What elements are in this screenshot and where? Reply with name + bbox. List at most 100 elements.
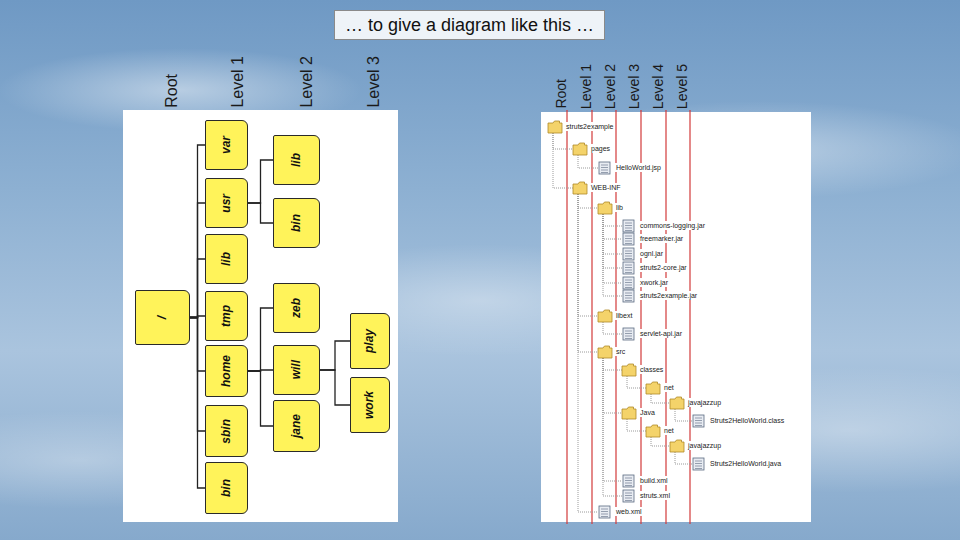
file-icon-line xyxy=(625,336,632,337)
file-icon-line xyxy=(625,228,632,229)
tree-connector xyxy=(320,370,350,405)
tree-entry-name: Java xyxy=(639,408,656,417)
tree-dotted-line xyxy=(603,358,622,370)
folder-label: lib xyxy=(220,252,233,266)
tree-dotted-line xyxy=(627,376,646,388)
tree-entry-name: libext xyxy=(615,311,633,320)
file-icon-line xyxy=(625,338,632,339)
folder-node: sbin xyxy=(205,405,248,457)
file-icon-line xyxy=(625,253,632,254)
folder-node: bin xyxy=(273,198,320,248)
file-icon-line xyxy=(695,420,702,421)
tree-dotted-line xyxy=(578,194,598,352)
tree-entry-name: Struts2HelloWorld.class xyxy=(709,416,785,425)
file-icon-line xyxy=(625,256,632,257)
file-icon-line xyxy=(625,478,632,479)
file-icon-line xyxy=(625,480,632,481)
tree-dotted-line xyxy=(603,358,622,413)
file-icon-line xyxy=(625,238,632,239)
level-guide-line xyxy=(566,110,567,524)
folder-icon xyxy=(598,310,612,322)
folder-node: lib xyxy=(205,234,248,284)
file-icon-line xyxy=(695,423,702,424)
file-icon-line xyxy=(625,498,632,499)
tree-connector xyxy=(320,341,350,370)
tree-dotted-line xyxy=(675,452,692,464)
level-guide-line xyxy=(665,110,666,524)
tree-connector xyxy=(190,145,205,318)
file-icon-line xyxy=(625,223,632,224)
file-icon-line xyxy=(695,466,702,467)
file-icon-line xyxy=(625,236,632,237)
tree-dotted-line xyxy=(603,322,622,334)
level-heading: Level 1 xyxy=(579,64,594,109)
level-heading: Level 2 xyxy=(603,64,618,109)
title-text: … to give a diagram like this … xyxy=(345,15,594,36)
file-icon-line xyxy=(625,293,632,294)
file-icon-line xyxy=(625,265,632,266)
tree-entry-name: struts2example.jar xyxy=(639,291,698,300)
folder-label: sbin xyxy=(220,419,233,444)
folder-node: play xyxy=(350,313,390,369)
file-icon-line xyxy=(695,461,702,462)
tree-dotted-line xyxy=(651,437,670,446)
tree-dotted-line xyxy=(603,214,622,268)
tree-connector xyxy=(190,318,205,432)
folder-icon xyxy=(670,397,684,409)
folder-label: tmp xyxy=(220,305,233,327)
file-icon-line xyxy=(625,225,632,226)
tree-entry-name: lib xyxy=(615,203,624,212)
file-icon-line xyxy=(625,241,632,242)
tree-entry-name: javajazzup xyxy=(687,398,722,407)
folder-icon xyxy=(646,425,660,437)
file-icon-line xyxy=(625,493,632,494)
file-icon-line xyxy=(695,425,702,426)
folder-icon xyxy=(622,364,636,376)
tree-dotted-line xyxy=(603,214,622,239)
level-heading: Level 3 xyxy=(365,56,383,108)
tree-entry-name: web.xml xyxy=(615,507,643,516)
file-icon xyxy=(693,415,704,427)
tree-dotted-line xyxy=(627,419,646,431)
file-icon-line xyxy=(601,167,608,168)
folder-label: / xyxy=(156,316,169,319)
tree-dotted-line xyxy=(603,214,622,254)
file-icon xyxy=(623,277,634,289)
file-icon-line xyxy=(601,516,608,517)
file-icon-line xyxy=(601,170,608,171)
file-icon-line xyxy=(601,165,608,166)
folder-icon xyxy=(573,182,587,194)
file-icon-line xyxy=(601,172,608,173)
tree-dotted-line xyxy=(603,358,622,496)
file-icon xyxy=(623,490,634,502)
folder-node: jane xyxy=(273,400,320,452)
tree-entry-name: net xyxy=(663,426,675,435)
file-icon-line xyxy=(625,280,632,281)
file-icon-line xyxy=(695,468,702,469)
file-icon-line xyxy=(625,298,632,299)
tree-dotted-line xyxy=(675,409,692,421)
level-heading: Root xyxy=(554,79,569,109)
folder-node: usr xyxy=(205,178,248,228)
tree-dotted-line xyxy=(603,214,622,226)
tree-connector xyxy=(248,160,273,203)
tree-entry-name: pages xyxy=(590,144,611,153)
file-icon-line xyxy=(625,270,632,271)
tree-dotted-line xyxy=(578,194,598,208)
tree-dotted-line xyxy=(603,214,622,296)
file-icon xyxy=(623,220,634,232)
tree-connector xyxy=(248,308,273,371)
folder-label: bin xyxy=(290,214,303,232)
file-icon-line xyxy=(601,514,608,515)
tree-dotted-line xyxy=(578,194,598,512)
folder-node: var xyxy=(205,120,248,170)
tree-entry-name: freemarker.jar xyxy=(639,234,684,243)
file-icon-line xyxy=(695,418,702,419)
tree-dotted-line xyxy=(578,155,598,168)
file-icon-line xyxy=(601,511,608,512)
folder-node: / xyxy=(135,290,190,345)
tree-dotted-line xyxy=(553,133,573,188)
tree-connector xyxy=(190,318,205,372)
tree-dotted-line xyxy=(603,358,622,481)
